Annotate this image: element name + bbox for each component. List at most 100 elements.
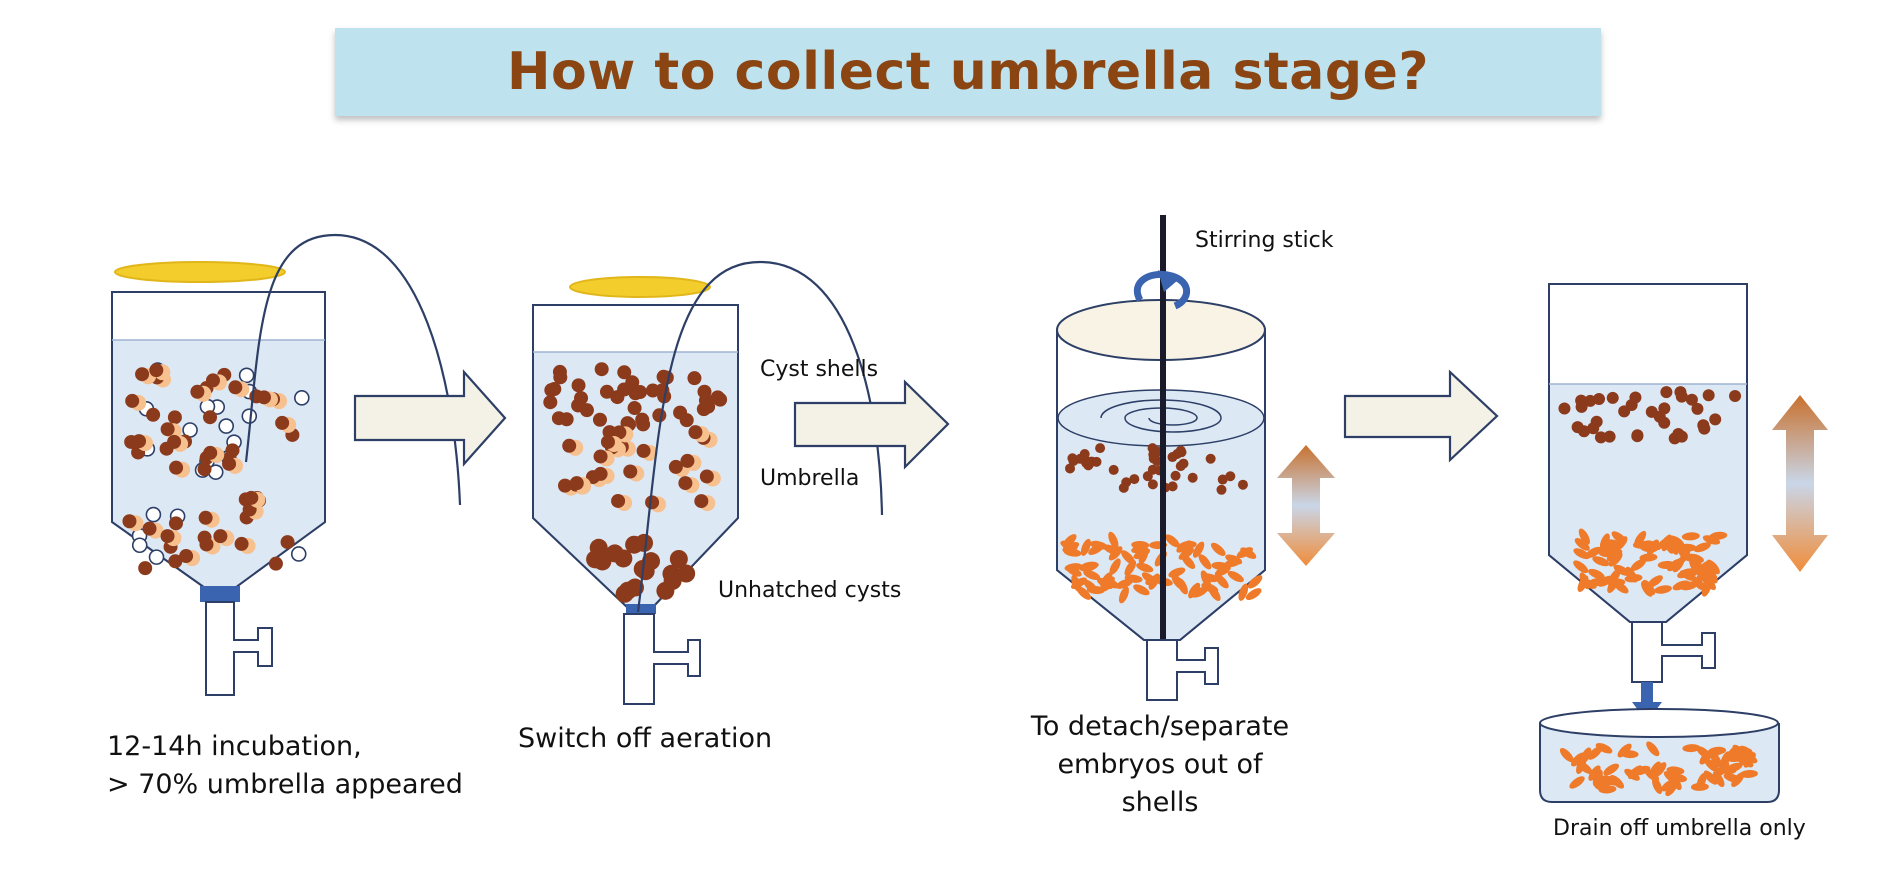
umbrella-cap [562,438,577,453]
umbrella-cap [680,453,695,468]
particles-layers-4 [1558,386,1742,597]
umbrella-cap [612,425,627,440]
separation-arrow-3 [1277,445,1335,566]
title-banner: How to collect umbrella stage? [335,28,1601,116]
cyst-dot [669,549,688,568]
embryo-particle [1737,756,1754,768]
cyst-dot [544,383,559,398]
embryo-particle [1176,540,1192,553]
embryo-particle [1695,570,1712,583]
empty-shell [148,549,165,565]
embryo-particle [1634,530,1647,547]
embryo-particle [1732,744,1747,759]
embryo-particle [1703,770,1718,785]
cyst-dot [280,535,295,550]
umbrella-cap [623,464,638,479]
cyst-dot [656,581,675,600]
cyst-dot [625,375,640,390]
embryo-particle [1131,543,1149,554]
arrow-icon-3 [1343,369,1499,463]
cyst-dot [628,386,643,401]
air-tube-1 [244,233,462,506]
umbrella-cap [557,478,572,493]
umbrella-cap [688,425,703,440]
cyst-dot [635,533,654,552]
cyst-dot [1575,394,1588,407]
umbrella-cap [694,494,709,509]
label-cyst-shells: Cyst shells [760,357,879,382]
cyst-dot [1658,416,1671,429]
umbrella-cap [169,460,184,475]
embryo-particle [1225,554,1243,565]
embryo-particle [1653,762,1667,778]
embryo-particle [1603,763,1620,776]
embryo-particle [1668,535,1685,548]
cyst-dot [594,362,609,377]
cyst-dot [1205,453,1216,464]
valve-plate-1 [200,586,240,602]
embryo-particle [1644,768,1660,782]
cyst-dot [1148,453,1159,464]
umbrella-cap [205,373,220,388]
arrow-icon-2 [793,379,950,470]
embryo-particle [1108,531,1119,549]
umbrella-cap [213,529,228,544]
vessel-2 [532,260,884,705]
caption-step-1-line-2: > 70% umbrella appeared [107,769,463,800]
embryo-particle [1595,743,1613,754]
umbrella-cap [132,434,147,449]
umbrella-cap [122,514,137,529]
umbrella-cap [611,493,626,508]
umbrella-cap [636,443,651,458]
umbrella-cap [699,469,714,484]
cyst-dot [1225,471,1236,482]
umbrella-cap [228,380,243,395]
embryo-particle [1124,574,1143,583]
embryo-particle [1611,531,1627,544]
embryo-particle [1200,570,1211,588]
umbrella-cap [142,521,157,536]
embryo-particle [1211,561,1230,570]
embryo-particle [1080,538,1091,556]
cyst-dot [571,378,586,393]
umbrella-cap [256,390,271,405]
cyst-dot [1584,394,1597,407]
outlet-1 [205,601,273,696]
embryo-particle [1083,579,1098,594]
umbrella-cap [244,490,259,505]
embryo-particle [1625,566,1638,583]
embryo-particle [1647,575,1663,588]
embryo-particle [1592,556,1610,567]
cyst-dot [1108,464,1119,475]
particles-layers-2 [543,362,728,603]
particles-layers-3 [1060,443,1263,604]
embryo-particle [1712,771,1725,788]
umbrella-cap [222,456,237,471]
embryo-particle [1188,582,1201,599]
outlet-3 [1146,639,1219,701]
embryo-particle [1704,758,1719,772]
cyst-dot [1691,402,1704,415]
embryo-particle [1709,531,1728,540]
rotation-arrow-icon [1133,271,1191,310]
umbrella-cap [167,434,182,449]
cyst-dot [1147,479,1158,490]
cyst-dot [168,554,183,569]
embryo-particle [1739,769,1758,778]
embryo-particle [1654,585,1672,594]
umbrella-cap [645,495,660,510]
embryo-particle [1681,532,1700,541]
cyst-dot [627,401,642,416]
cyst-dot [579,403,594,418]
caption-step-3-line-2: embryos out of [1057,749,1263,780]
embryo-particle [1559,748,1574,763]
embryo-particle [1689,558,1701,575]
embryo-particle [1592,769,1603,787]
cyst-dot [1709,413,1722,426]
step-arrows [353,369,1499,470]
embryo-particle [1682,744,1701,753]
embryo-particle [1693,542,1711,553]
embryo-particle [1642,579,1656,596]
cyst-dot [1167,481,1178,492]
